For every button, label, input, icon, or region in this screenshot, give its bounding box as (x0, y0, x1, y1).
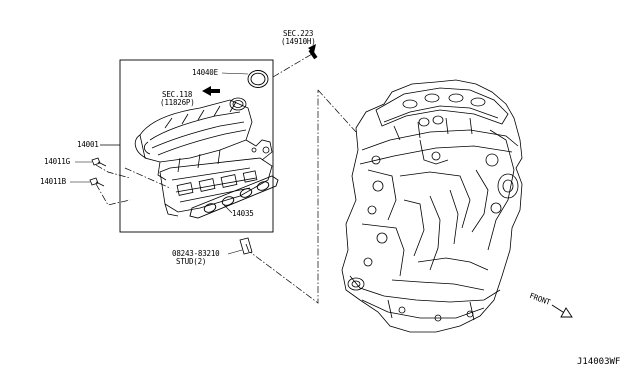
engine-block (341, 79, 523, 333)
lower-manifold (159, 157, 273, 217)
stud-part-number: 08243-83210 (172, 249, 220, 258)
label-14011g: 14011G (44, 157, 70, 166)
label-14040e: 14040E (192, 68, 218, 77)
sec223-sub: (14910H) (281, 37, 316, 46)
label-14035: 14035 (232, 209, 254, 218)
diagram-id: J14003WF (577, 357, 621, 367)
stud-quantity: STUD(2) (176, 257, 207, 266)
label-14011b: 14011B (40, 177, 66, 186)
bolt-14011g (91, 157, 107, 167)
intake-manifold (134, 97, 273, 181)
manifold-group-box (119, 59, 274, 233)
sec118-sub: (11826P) (160, 98, 195, 107)
arrow-sec223 (308, 44, 318, 60)
gasket-14035 (189, 175, 279, 219)
sec223-ref: SEC.223 (283, 29, 314, 38)
sec118-ref: SEC.118 (162, 90, 193, 99)
front-arrow (551, 304, 573, 318)
arrow-sec118 (202, 86, 220, 96)
label-14001: 14001 (77, 140, 99, 149)
gasket-14040e (247, 70, 269, 88)
stud-08243-83210 (239, 237, 253, 255)
bolt-14011b (89, 177, 105, 187)
